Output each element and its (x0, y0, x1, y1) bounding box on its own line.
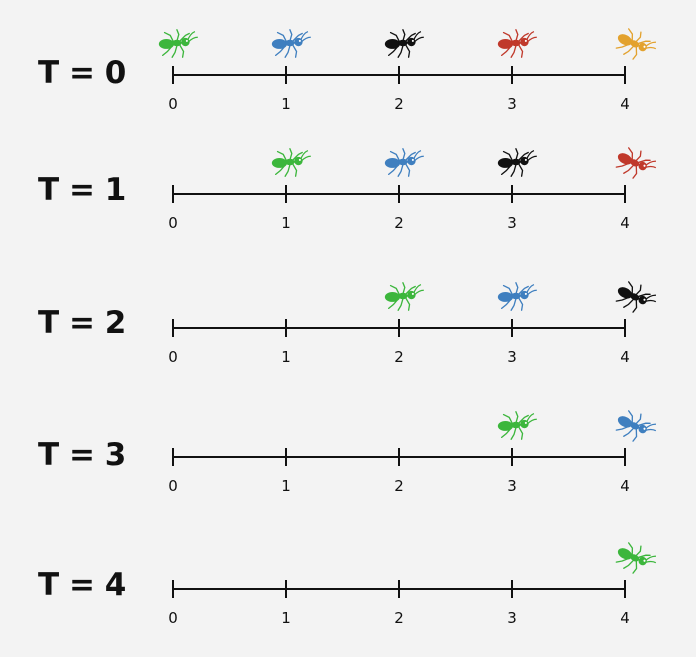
tick-label: 3 (507, 214, 517, 232)
ant-black-icon (384, 29, 424, 58)
tick-label: 2 (394, 477, 404, 495)
tick-label: 0 (168, 477, 178, 495)
tick-label: 3 (507, 95, 517, 113)
tick-label: 1 (281, 214, 291, 232)
tick-label: 1 (281, 348, 291, 366)
ant-blue-icon (271, 29, 311, 58)
ant-orange-icon (615, 28, 657, 60)
tick-label: 0 (168, 214, 178, 232)
ant-green-icon (384, 282, 424, 311)
tick-label: 4 (620, 477, 630, 495)
ant-black-icon (497, 148, 537, 177)
row-label-t1: T = 1 (38, 172, 126, 208)
tick-label: 3 (507, 609, 517, 627)
ant-black-icon (615, 281, 657, 313)
row-label-t2: T = 2 (38, 305, 126, 341)
tick-label: 2 (394, 348, 404, 366)
tick-label: 4 (620, 348, 630, 366)
tick-label: 2 (394, 95, 404, 113)
ant-red-icon (615, 147, 657, 179)
tick-label: 1 (281, 95, 291, 113)
tick-label: 1 (281, 477, 291, 495)
tick-label: 3 (507, 477, 517, 495)
tick-label: 3 (507, 348, 517, 366)
tick-label: 4 (620, 609, 630, 627)
row-label-t4: T = 4 (38, 567, 126, 603)
ant-red-icon (497, 29, 537, 58)
tick-label: 0 (168, 348, 178, 366)
tick-label: 1 (281, 609, 291, 627)
tick-label: 4 (620, 95, 630, 113)
ant-green-icon (615, 542, 657, 574)
ant-green-icon (271, 148, 311, 177)
ant-blue-icon (384, 148, 424, 177)
row-label-t3: T = 3 (38, 437, 126, 473)
tick-label: 0 (168, 95, 178, 113)
tick-label: 2 (394, 214, 404, 232)
row-label-t0: T = 0 (38, 55, 126, 91)
tick-label: 0 (168, 609, 178, 627)
ant-blue-icon (497, 282, 537, 311)
tick-label: 2 (394, 609, 404, 627)
ant-green-icon (158, 29, 198, 58)
ant-green-icon (497, 411, 537, 440)
tick-label: 4 (620, 214, 630, 232)
ant-blue-icon (615, 410, 657, 442)
